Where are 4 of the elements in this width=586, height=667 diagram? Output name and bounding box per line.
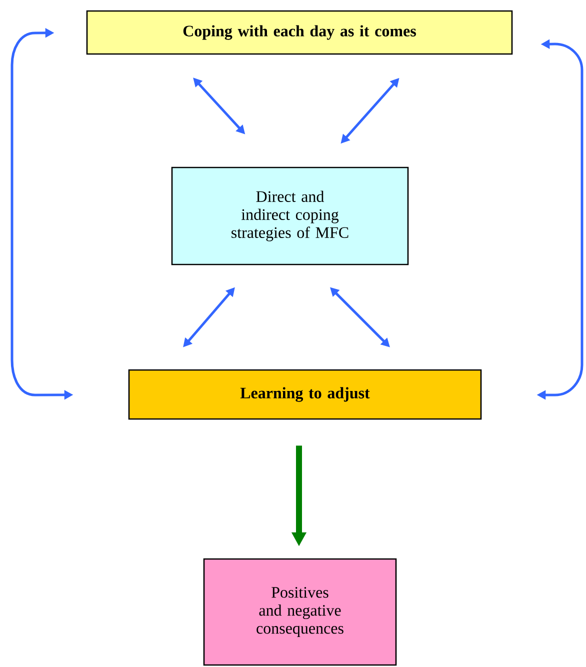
process-box: Direct and indirect coping strategies of MFC <box>171 166 409 266</box>
process-box: Positives and negative consequences <box>203 558 397 666</box>
process-box: Coping with each day as it comes <box>86 10 513 55</box>
process-box: Learning to adjust <box>128 369 482 420</box>
